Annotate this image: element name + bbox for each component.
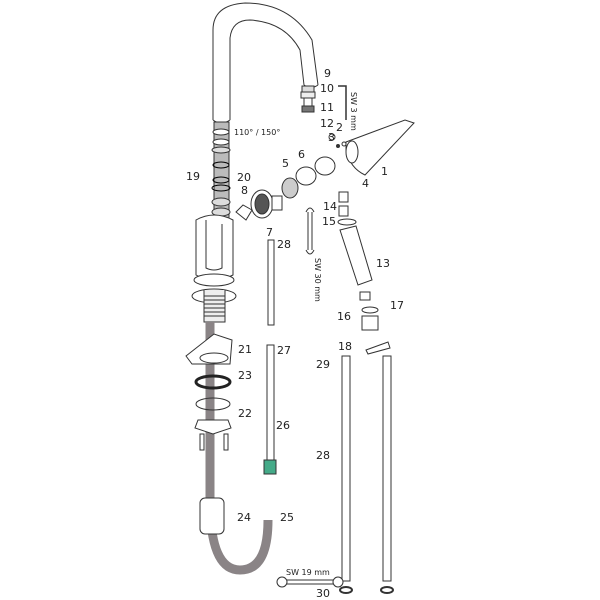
part-label-12: 12 [320, 117, 334, 130]
part-label-16: 16 [337, 310, 351, 323]
mounting-bracket-part-21 [185, 333, 233, 365]
part-label-26: 26 [276, 419, 290, 432]
part-label-5: 5 [282, 157, 289, 170]
part-label-1: 1 [381, 165, 388, 178]
part-label-6: 6 [298, 148, 305, 161]
wrench-30-size-label: SW 30 mm [313, 258, 322, 302]
part-label-28b: 28 [316, 449, 330, 462]
swivel-angle-note: 110° / 150° [234, 128, 281, 137]
part-label-30: 30 [316, 587, 330, 600]
part-label-2: 2 [336, 121, 343, 134]
part-label-14: 14 [323, 200, 337, 213]
faucet-body [191, 214, 237, 323]
part-label-10: 10 [320, 82, 334, 95]
hex-key-sw3 [338, 85, 347, 120]
part-label-21: 21 [238, 343, 252, 356]
spout-connector-parts-10-11 [300, 85, 316, 113]
part-label-22: 22 [238, 407, 252, 420]
spout-part-9 [212, 2, 319, 124]
supply-hoses-part-28 [263, 239, 394, 594]
part-label-11: 11 [320, 101, 334, 114]
part-label-27: 27 [277, 344, 291, 357]
spray-hose-part-26 [199, 322, 273, 575]
part-label-28a: 28 [277, 238, 291, 251]
part-label-20: 20 [237, 171, 251, 184]
part-label-4: 4 [362, 177, 369, 190]
part-label-13: 13 [376, 257, 390, 270]
part-label-7: 7 [266, 226, 273, 239]
spray-head-part-13 [337, 191, 379, 331]
lever-handle-part-1 [345, 119, 415, 176]
part-label-25: 25 [280, 511, 294, 524]
clip-part-18 [365, 341, 391, 355]
wrench-19-size-label: SW 19 mm [286, 568, 330, 577]
wrench-sw30 [305, 207, 315, 255]
part-label-29: 29 [316, 358, 330, 371]
hex-key-size-label: SW 3 mm [349, 92, 358, 131]
part-label-19: 19 [186, 170, 200, 183]
part-label-3: 3 [328, 131, 335, 144]
part-label-9: 9 [324, 67, 331, 80]
part-label-18: 18 [338, 340, 352, 353]
wrench-sw19 [276, 576, 344, 588]
part-label-15: 15 [322, 215, 336, 228]
washers-parts-22-23 [194, 374, 232, 451]
part-label-23: 23 [238, 369, 252, 382]
spout-base-stack [211, 121, 231, 223]
part-label-17: 17 [390, 299, 404, 312]
part-label-8: 8 [241, 184, 248, 197]
part-label-24: 24 [237, 511, 251, 524]
cartridge-assembly [235, 133, 347, 221]
